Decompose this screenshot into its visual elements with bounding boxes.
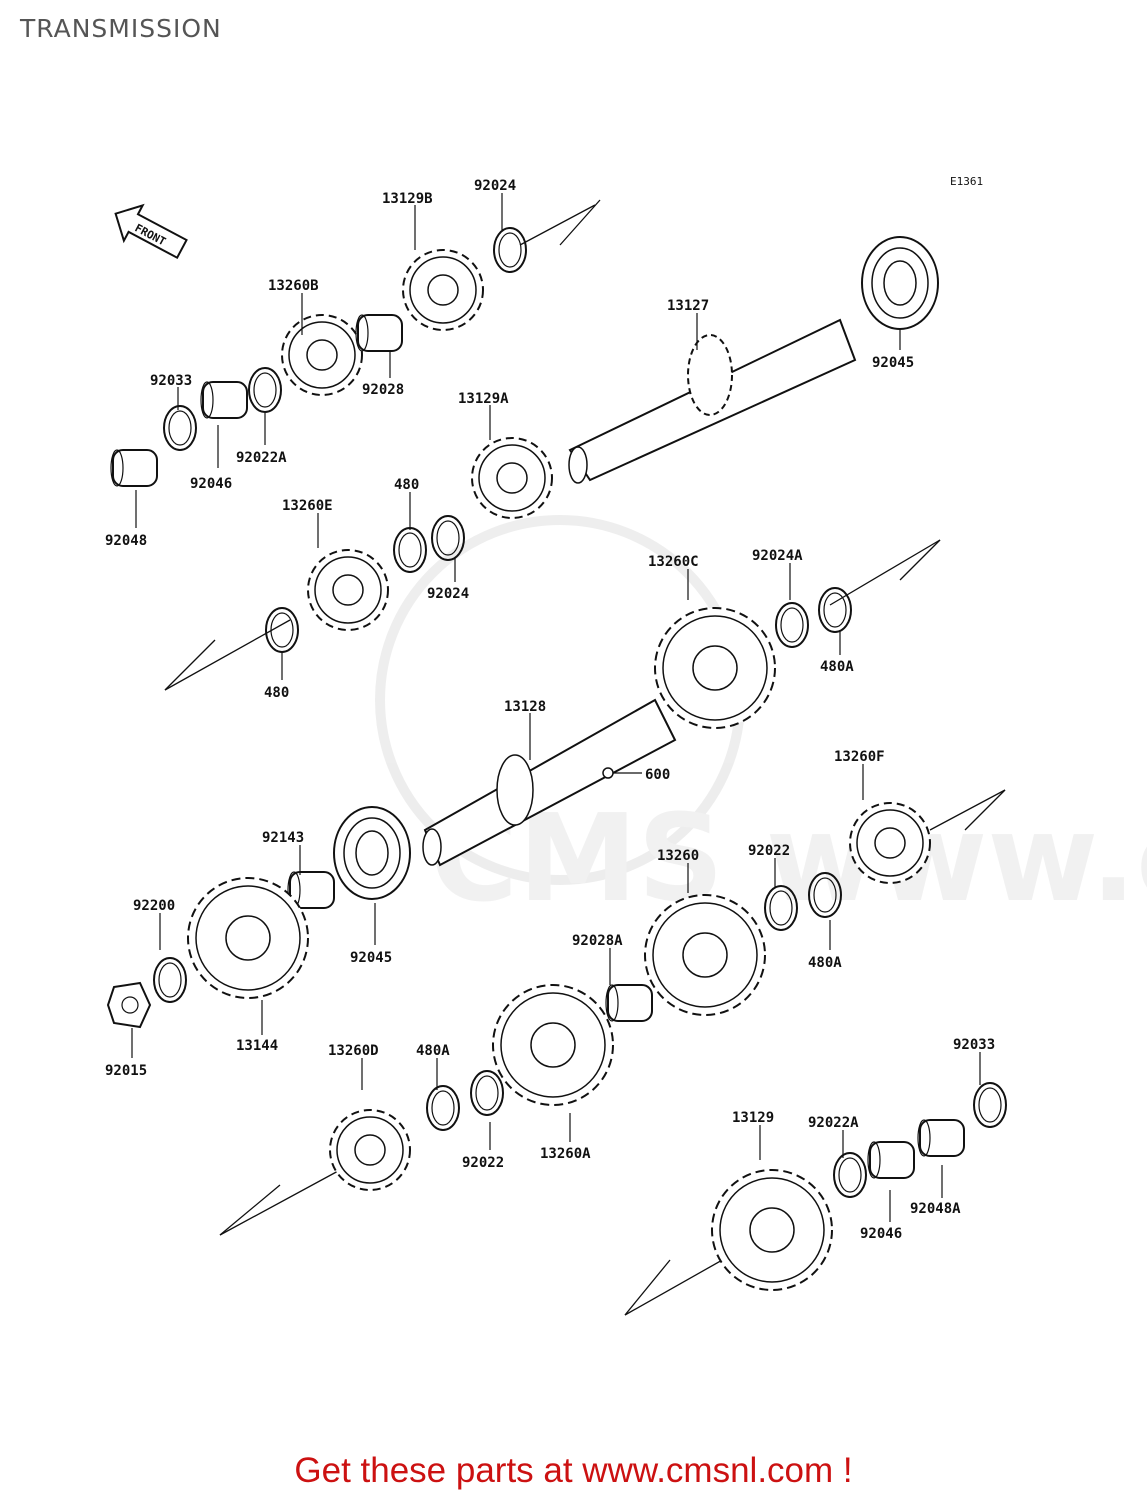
part-label-92015: 92015 [105,1063,147,1079]
part-label-92022-mid: 92022 [748,843,790,859]
gear-13260A [492,984,614,1106]
part-label-13129: 13129 [732,1110,774,1126]
watermark-logo: CMS www.cmsnl.com [375,515,1147,929]
part-label-92024A: 92024A [752,548,803,564]
circlip-480A-low [426,1085,460,1131]
diagram-code: E1361 [950,175,983,188]
part-label-92022A-top: 92022A [236,450,287,466]
gear-13260B [281,314,363,396]
part-label-92048: 92048 [105,533,147,549]
gear-13129 [711,1169,833,1291]
part-label-13260: 13260 [657,848,699,864]
gear-13260F [849,802,931,884]
part-label-13144: 13144 [236,1038,278,1054]
bushing-92028 [355,314,403,352]
part-label-13129B: 13129B [382,191,433,207]
circlip-92033 [163,405,197,451]
part-label-480A-mid: 480A [808,955,842,971]
gear-13260C [654,607,776,729]
front-arrow-icon: FRONT [114,203,188,260]
part-label-13260B: 13260B [268,278,319,294]
part-label-13128: 13128 [504,699,546,715]
part-label-480A-low: 480A [416,1043,450,1059]
shaft-13127 [568,318,857,484]
part-label-92048A: 92048A [910,1201,961,1217]
part-label-92045-top: 92045 [872,355,914,371]
cta-link[interactable]: Get these parts at www.cmsnl.com ! [294,1451,853,1490]
nut-92015 [106,981,152,1029]
part-label-480-top: 480 [394,477,419,493]
part-label-13260D: 13260D [328,1043,379,1059]
part-label-13260C: 13260C [648,554,699,570]
collar-92048A [917,1119,965,1157]
bearing-92045-mid [333,806,411,900]
circlip-92033-low [973,1082,1007,1128]
part-label-92022-low: 92022 [462,1155,504,1171]
part-label-92022A-low: 92022A [808,1115,859,1131]
circlip-480 [393,527,427,573]
part-label-13260A: 13260A [540,1146,591,1162]
part-label-92046-top: 92046 [190,476,232,492]
part-label-13260E: 13260E [282,498,333,514]
circlip-92024 [493,227,527,273]
part-label-92046-low: 92046 [860,1226,902,1242]
assembly-axes [164,199,1006,1316]
part-label-92028A: 92028A [572,933,623,949]
lockwasher-92200 [153,957,187,1003]
part-label-92045-mid: 92045 [350,950,392,966]
part-label-13129A: 13129A [458,391,509,407]
part-label-13127: 13127 [667,298,709,314]
shaft-13128 [422,698,677,867]
bearing-92045 [861,236,939,330]
circlip-480A [818,587,852,633]
bushing-92028A [605,984,653,1022]
gear-13129B [402,249,484,331]
part-label-480-low: 480 [264,685,289,701]
washer-92024A [775,602,809,648]
washer-92022-low [470,1070,504,1116]
gear-13260 [644,894,766,1016]
needle-bearing-92046 [200,381,248,419]
circlip-480-low [265,607,299,653]
part-labels: 13129B 92024 13260B 13127 92045 92033 92… [105,178,995,1242]
part-label-92033-low: 92033 [953,1037,995,1053]
gear-13129A [471,437,553,519]
sprocket-13144 [187,877,309,999]
needle-bearing-92046-low [867,1141,915,1179]
part-label-92024-top: 92024 [474,178,516,194]
part-label-480A-top: 480A [820,659,854,675]
part-label-92028: 92028 [362,382,404,398]
page-title: TRANSMISSION [20,14,222,43]
ball-600 [602,767,614,779]
collar-92048 [110,449,158,487]
gear-13260D [329,1109,411,1191]
washer-92022A [248,367,282,413]
part-label-92024-mid: 92024 [427,586,469,602]
part-label-92033-top: 92033 [150,373,192,389]
watermark-text: CMS www.cmsnl.com [430,790,1147,929]
part-label-92200: 92200 [133,898,175,914]
leader-lines [131,193,981,1222]
part-label-600: 600 [645,767,670,783]
washer-92022A-low [833,1152,867,1198]
gear-13260E [307,549,389,631]
part-label-13260F: 13260F [834,749,885,765]
part-label-92143: 92143 [262,830,304,846]
